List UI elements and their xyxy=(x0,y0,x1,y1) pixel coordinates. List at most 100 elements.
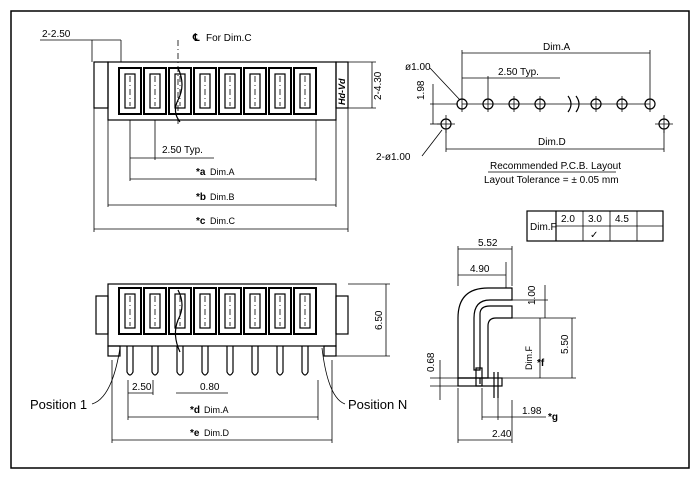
pin xyxy=(176,346,184,376)
connector-body-top xyxy=(107,61,337,121)
table-option: 3.0 xyxy=(588,214,602,225)
pin xyxy=(251,346,259,376)
contact-cavity xyxy=(268,287,292,335)
contact-cavity xyxy=(193,67,217,115)
contact-cavity xyxy=(193,287,217,335)
contact-slot xyxy=(249,293,261,329)
contact-slot xyxy=(274,293,286,329)
centerline-symbol: ℄ xyxy=(192,33,200,44)
connector-body-bottom xyxy=(107,283,337,347)
dim-e-prefix: *e xyxy=(190,428,200,439)
right-ear xyxy=(335,61,349,109)
contact-slot xyxy=(249,73,261,109)
contact-cavity xyxy=(118,287,142,335)
dim-d-label: Dim.A xyxy=(204,405,229,415)
pcb-caption-line2: Layout Tolerance = ± 0.05 mm xyxy=(484,175,619,186)
contact-cavity xyxy=(143,67,167,115)
pcb-caption-line1: Recommended P.C.B. Layout xyxy=(490,161,621,172)
width-inner-label: 4.90 xyxy=(470,264,490,275)
contact-cavity xyxy=(268,67,292,115)
contact-cavity xyxy=(218,67,242,115)
dim-f-table: Dim.F 2.0 3.0 4.5 ✓ xyxy=(526,210,664,242)
pcb-dim-a-label: Dim.A xyxy=(543,42,571,53)
contact-cavity xyxy=(293,67,317,115)
pin xyxy=(301,346,309,376)
dim-f-label: Dim.F xyxy=(524,346,534,370)
pitch-label: 2.50 Typ. xyxy=(162,145,203,156)
contact-cavity xyxy=(168,67,192,115)
g-prefix: *g xyxy=(548,412,558,423)
centerline-note: For Dim.C xyxy=(206,33,252,44)
right-ear xyxy=(335,295,349,335)
contact-cavity xyxy=(243,287,267,335)
pcb-layout: Dim.A 2.50 Typ. ø1.00 1.98 Dim.D 2-ø1.00… xyxy=(376,42,673,186)
side-lead xyxy=(475,367,483,387)
dim-a-prefix: *a xyxy=(196,167,206,178)
position-n-label: Position N xyxy=(348,397,407,412)
contact-cavities-bottom xyxy=(118,287,317,335)
dim-d-prefix: *d xyxy=(190,405,200,416)
dim-b-prefix: *b xyxy=(196,192,206,203)
right-peg xyxy=(323,345,337,357)
pin xyxy=(276,346,284,376)
contact-slot xyxy=(149,293,161,329)
left-ear xyxy=(95,295,109,335)
contact-cavity xyxy=(118,67,142,115)
contact-profile xyxy=(457,287,513,379)
contact-cavity xyxy=(143,287,167,335)
dim-e-label: Dim.D xyxy=(204,428,229,438)
pin-width-label: 0.80 xyxy=(200,382,220,393)
break-line xyxy=(174,289,183,353)
contact-slot xyxy=(199,293,211,329)
contact-slot xyxy=(124,73,136,109)
dim-c-prefix: *c xyxy=(196,216,206,227)
contact-slot xyxy=(274,73,286,109)
pcb-hole-label: ø1.00 xyxy=(405,62,431,73)
drawing-border xyxy=(10,10,690,469)
table-option: 2.0 xyxy=(561,214,575,225)
vertical-marking: Hd-Vd xyxy=(337,78,347,105)
contact-slot xyxy=(299,73,311,109)
width-outer-label: 5.52 xyxy=(478,238,498,249)
contact-cavity xyxy=(243,67,267,115)
pcb-dim-d-label: Dim.D xyxy=(538,137,566,148)
contact-slot xyxy=(124,293,136,329)
left-peg xyxy=(107,345,121,357)
contact-cavity xyxy=(293,287,317,335)
contact-cavities-top xyxy=(118,67,317,115)
top-view: ℄ For Dim.C 2-2.50 2-4.30 Hd-Vd 2.50 Typ… xyxy=(40,29,384,232)
contact-slot xyxy=(299,293,311,329)
leader-line xyxy=(321,347,346,405)
bottom-width-label: 2.40 xyxy=(492,429,512,440)
bottom-height-label: 6.50 xyxy=(374,310,385,330)
dim-c-label: Dim.C xyxy=(210,216,235,226)
table-option: 4.5 xyxy=(615,214,629,225)
pin xyxy=(226,346,234,376)
pin xyxy=(126,346,134,376)
left-ear xyxy=(93,61,109,109)
contact-cavity xyxy=(218,287,242,335)
pcb-offset-label: 1.98 xyxy=(416,80,427,100)
leader-line xyxy=(421,129,443,157)
leader-line xyxy=(91,347,121,405)
top-offset-label: 1.00 xyxy=(527,285,538,305)
pins xyxy=(126,346,309,376)
contact-slot xyxy=(224,293,236,329)
left-offset-label: 0.68 xyxy=(426,352,437,372)
pcb-pitch-label: 2.50 Typ. xyxy=(498,67,539,78)
f-prefix: *f xyxy=(537,358,545,369)
side-view: 5.52 4.90 1.00 5.50 Dim.F *f 0.68 1.98 *… xyxy=(426,238,576,443)
leader-line xyxy=(429,67,461,101)
bottom-pitch-label: 2.50 xyxy=(132,382,152,393)
height-label: 2-4.30 xyxy=(373,71,384,100)
break-mark xyxy=(567,95,580,113)
dim-a-label: Dim.A xyxy=(210,167,235,177)
contact-cavity xyxy=(168,287,192,335)
break-line xyxy=(174,67,183,123)
check-mark: ✓ xyxy=(590,230,598,241)
contact-slot xyxy=(149,73,161,109)
pin xyxy=(201,346,209,376)
contact-slot xyxy=(199,73,211,109)
contact-slot xyxy=(224,73,236,109)
